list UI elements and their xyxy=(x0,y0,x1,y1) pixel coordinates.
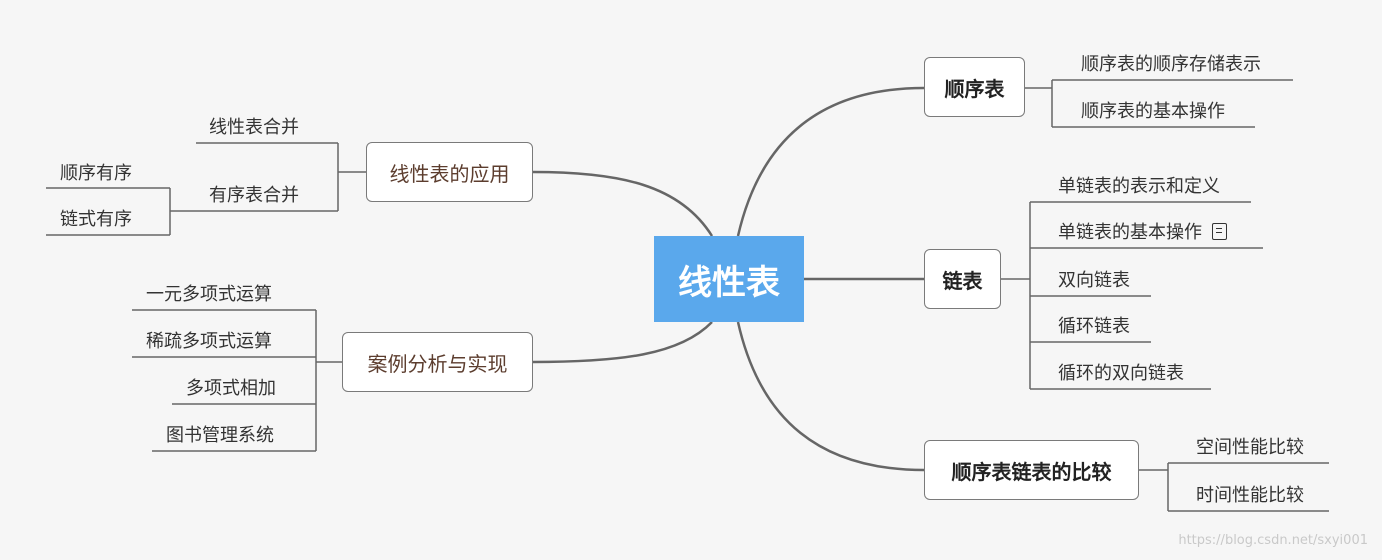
branch-linked-list[interactable]: 链表 xyxy=(924,249,1001,309)
leaf-singly-def[interactable]: 单链表的表示和定义 xyxy=(1058,176,1220,197)
leaf-ordered-merge[interactable]: 有序表合并 xyxy=(209,185,299,206)
branch-comparison[interactable]: 顺序表链表的比较 xyxy=(924,440,1139,500)
leaf-space-perf[interactable]: 空间性能比较 xyxy=(1196,437,1304,458)
leaf-linked-ordered[interactable]: 链式有序 xyxy=(60,209,132,230)
leaf-time-perf[interactable]: 时间性能比较 xyxy=(1196,485,1304,506)
branch-case-study[interactable]: 案例分析与实现 xyxy=(342,332,533,392)
leaf-singly-ops-label: 单链表的基本操作 xyxy=(1058,222,1202,243)
leaf-seq-ops[interactable]: 顺序表的基本操作 xyxy=(1081,101,1225,122)
leaf-circular-doubly[interactable]: 循环的双向链表 xyxy=(1058,363,1184,384)
leaf-seq-ordered[interactable]: 顺序有序 xyxy=(60,163,132,184)
leaf-circular[interactable]: 循环链表 xyxy=(1058,316,1130,337)
leaf-poly-add[interactable]: 多项式相加 xyxy=(186,378,276,399)
leaf-doubly[interactable]: 双向链表 xyxy=(1058,270,1130,291)
leaf-library-system[interactable]: 图书管理系统 xyxy=(166,425,274,446)
leaf-seq-storage[interactable]: 顺序表的顺序存储表示 xyxy=(1081,54,1261,75)
branch-sequential-list[interactable]: 顺序表 xyxy=(924,57,1025,117)
watermark: https://blog.csdn.net/sxyi001 xyxy=(1178,533,1368,548)
leaf-singly-ops[interactable]: 单链表的基本操作 xyxy=(1058,222,1227,244)
leaf-list-merge[interactable]: 线性表合并 xyxy=(209,117,299,138)
branch-application[interactable]: 线性表的应用 xyxy=(366,142,533,202)
leaf-sparse-poly-op[interactable]: 稀疏多项式运算 xyxy=(146,331,272,352)
note-icon[interactable] xyxy=(1212,223,1227,240)
leaf-poly-op[interactable]: 一元多项式运算 xyxy=(146,284,272,305)
root-topic[interactable]: 线性表 xyxy=(654,236,804,322)
